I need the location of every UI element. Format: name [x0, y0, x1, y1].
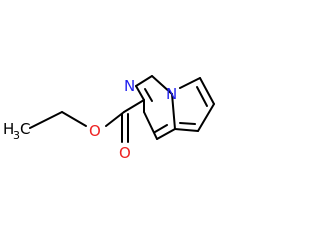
bond-c4-c3 [143, 111, 158, 140]
bond-c3-n2 [135, 85, 145, 101]
bond-c5-c6-inner [196, 86, 208, 107]
bond-c1-n-bridge [151, 75, 173, 95]
atom-nitrogen-ring: N [124, 77, 135, 95]
bonds [29, 75, 215, 143]
atom-methyl-c: C [20, 120, 30, 138]
structure-diagram: N N O O H 3 C [3, 75, 215, 162]
atom-nitrogen-bridge: N [166, 85, 177, 103]
bond-carbonyl-c-ring [123, 99, 145, 113]
atom-methyl-h: H [3, 120, 14, 138]
bond-n2-c1 [135, 75, 153, 87]
atom-labels: N N O O H 3 C [3, 77, 177, 162]
bond-c5-c6 [199, 77, 215, 105]
bond-c8a-c4-inner [154, 124, 168, 133]
atom-oxygen-ester: O [89, 122, 101, 140]
atom-oxygen-carbonyl: O [119, 144, 131, 162]
molecule-svg: N N O O H 3 C [3, 75, 215, 162]
bond-c3-n2-inner [144, 88, 153, 102]
bond-ch2-o [61, 111, 87, 127]
bond-ch3-ch2 [29, 111, 63, 129]
bond-c6-c7 [197, 103, 215, 132]
bond-c7-c8a-inner [179, 122, 196, 125]
bond-n-bridge-c5 [179, 77, 201, 89]
bond-c7-c8a [174, 128, 199, 132]
bond-c8a-c4 [156, 128, 176, 140]
bond-n-bridge-c8a [171, 93, 176, 130]
atom-methyl-subscript: 3 [13, 129, 20, 142]
